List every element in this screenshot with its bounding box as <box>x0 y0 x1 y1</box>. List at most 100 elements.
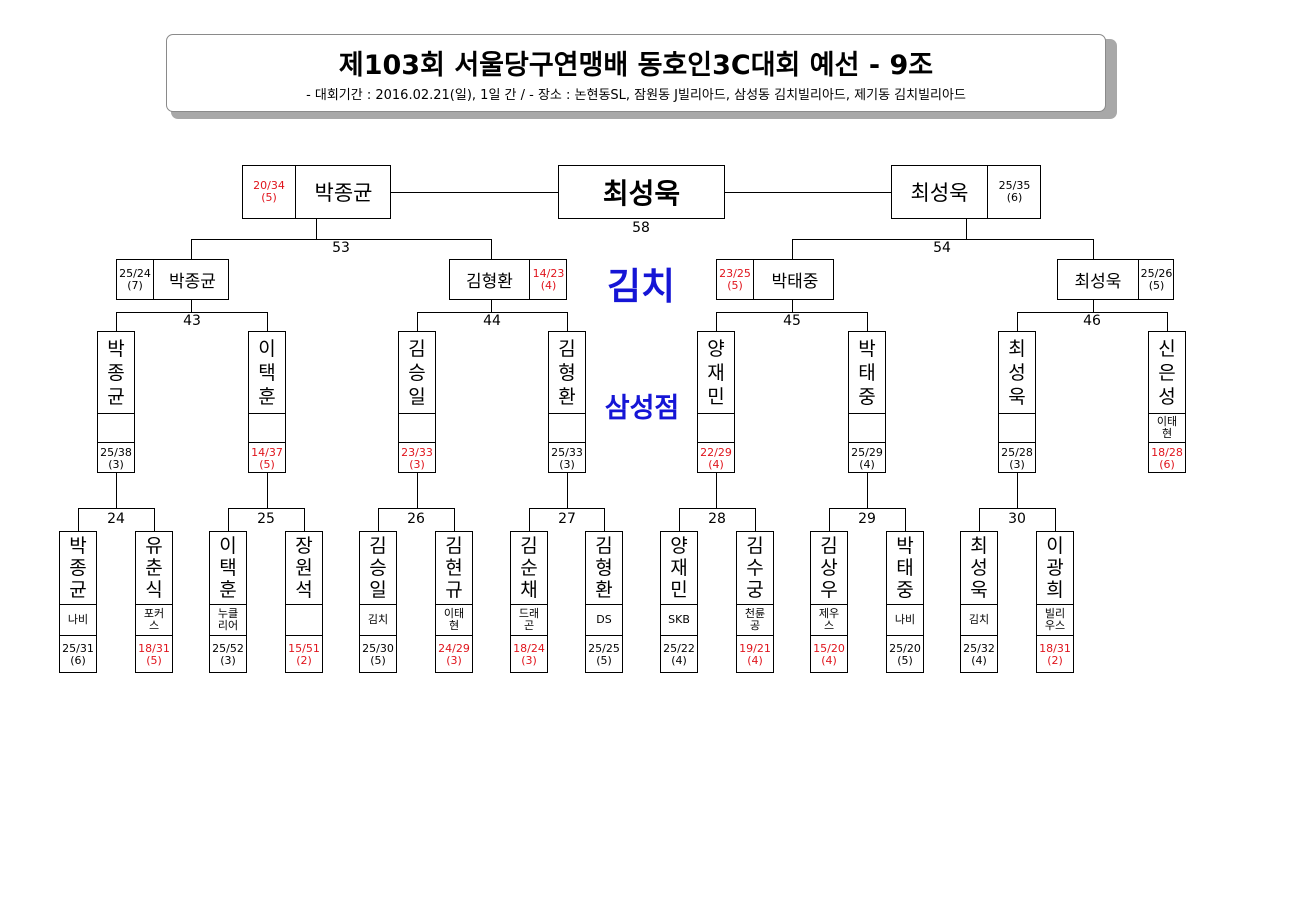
player-box: 박종균 25/38(3) <box>97 331 135 473</box>
bracket-line <box>417 473 418 509</box>
player-name-text: 김수궁 <box>746 535 764 601</box>
bracket-line <box>1093 239 1094 260</box>
bracket-line <box>679 508 756 509</box>
player-innings: (4) <box>859 457 875 471</box>
player-name: 최성욱 <box>961 532 997 605</box>
player-club: SKB <box>668 613 690 626</box>
player-score: 25/30 <box>362 642 394 655</box>
player-name: 김승일 <box>399 332 435 414</box>
semi-innings: (7) <box>127 278 143 292</box>
player-score-cell: 25/30(5) <box>360 636 396 674</box>
player-name: 양재민 <box>661 532 697 605</box>
player-name-text: 김상우 <box>820 535 838 601</box>
bracket-line <box>867 473 868 509</box>
bracket-line <box>304 508 305 532</box>
player-score: 25/29 <box>851 445 883 459</box>
player-score: 25/31 <box>62 642 94 655</box>
player-innings: (4) <box>821 654 837 667</box>
player-name-text: 박종균 <box>107 337 125 408</box>
player-innings: (4) <box>971 654 987 667</box>
player-score-cell: 25/52(3) <box>210 636 246 674</box>
semi-innings: (5) <box>727 278 743 292</box>
player-club: 나비 <box>67 613 89 626</box>
match-number: 27 <box>558 511 576 527</box>
player-club-cell <box>98 414 134 443</box>
final-right-innings: (6) <box>1006 191 1023 204</box>
bracket-line <box>78 508 79 532</box>
player-score: 25/52 <box>212 642 244 655</box>
semi-score: 25/26 <box>1140 266 1173 280</box>
player-score: 25/20 <box>889 642 921 655</box>
player-club-cell: 이태현 <box>436 605 472 636</box>
player-score-cell: 25/25(5) <box>586 636 622 674</box>
bracket-line <box>316 219 317 240</box>
player-score: 25/38 <box>100 445 132 459</box>
bracket-line <box>491 239 492 260</box>
final-left-name: 박종균 <box>314 181 373 205</box>
bracket-line <box>1167 312 1168 332</box>
player-club: 김치 <box>968 613 990 626</box>
player-club: DS <box>596 613 612 626</box>
match-number: 44 <box>483 313 501 329</box>
bracket-line <box>267 312 268 332</box>
player-score: 24/29 <box>438 642 470 655</box>
player-club-cell: 이태현 <box>1149 414 1185 443</box>
bracket-line <box>191 300 192 313</box>
player-club: 제우스 <box>818 607 840 632</box>
player-score: 25/25 <box>588 642 620 655</box>
match-number: 46 <box>1083 313 1101 329</box>
player-club: 김치 <box>367 613 389 626</box>
player-name-text: 박태중 <box>896 535 914 601</box>
semi-innings: (5) <box>1148 278 1165 292</box>
player-name: 박태중 <box>849 332 885 414</box>
player-club: 이태현 <box>1156 415 1178 440</box>
player-innings: (6) <box>70 654 86 667</box>
player-club-cell <box>286 605 322 636</box>
player-name: 신은성 <box>1149 332 1185 414</box>
player-innings: (3) <box>108 457 124 471</box>
player-club-cell: 김치 <box>961 605 997 636</box>
player-name: 박태중 <box>887 532 923 605</box>
player-club: 드래곤 <box>518 607 540 632</box>
player-score: 19/21 <box>739 642 771 655</box>
player-name: 김수궁 <box>737 532 773 605</box>
final-right-player: 최성욱 25/35 (6) <box>891 165 1041 219</box>
bracket-line <box>491 300 492 313</box>
player-innings: (3) <box>521 654 537 667</box>
player-name-text: 최성욱 <box>970 535 988 601</box>
player-score-cell: 25/28(3) <box>999 443 1035 474</box>
player-name: 양재민 <box>698 332 734 414</box>
bracket-line <box>228 508 305 509</box>
match-number: 30 <box>1008 511 1026 527</box>
bracket-line <box>716 473 717 509</box>
semi-score-cell: 14/23(4) <box>529 260 567 299</box>
bracket-line <box>417 312 568 313</box>
player-score: 15/20 <box>813 642 845 655</box>
bracket-line <box>191 239 192 260</box>
player-box: 양재민 SKB 25/22(4) <box>660 531 698 673</box>
page-subtitle: - 대회기간 : 2016.02.21(일), 1일 간 / - 장소 : 논현… <box>306 88 966 103</box>
player-innings: (5) <box>259 457 275 471</box>
player-score-cell: 25/32(4) <box>961 636 997 674</box>
player-score-cell: 25/22(4) <box>661 636 697 674</box>
player-club-cell: 나비 <box>887 605 923 636</box>
player-score: 15/51 <box>288 642 320 655</box>
match-number: 43 <box>183 313 201 329</box>
bracket-line <box>792 300 793 313</box>
final-match-number: 58 <box>632 220 650 236</box>
player-score: 18/31 <box>138 642 170 655</box>
semi-player-box: 14/23(4)김형환 <box>449 259 567 300</box>
player-name: 김상우 <box>811 532 847 605</box>
player-box: 박태중 25/29(4) <box>848 331 886 473</box>
semi-score: 23/25 <box>719 266 751 280</box>
player-name: 김승일 <box>360 532 396 605</box>
bracket-line <box>567 473 568 509</box>
player-score: 25/28 <box>1001 445 1033 459</box>
match-number: 28 <box>708 511 726 527</box>
final-left-innings: (5) <box>261 191 277 204</box>
